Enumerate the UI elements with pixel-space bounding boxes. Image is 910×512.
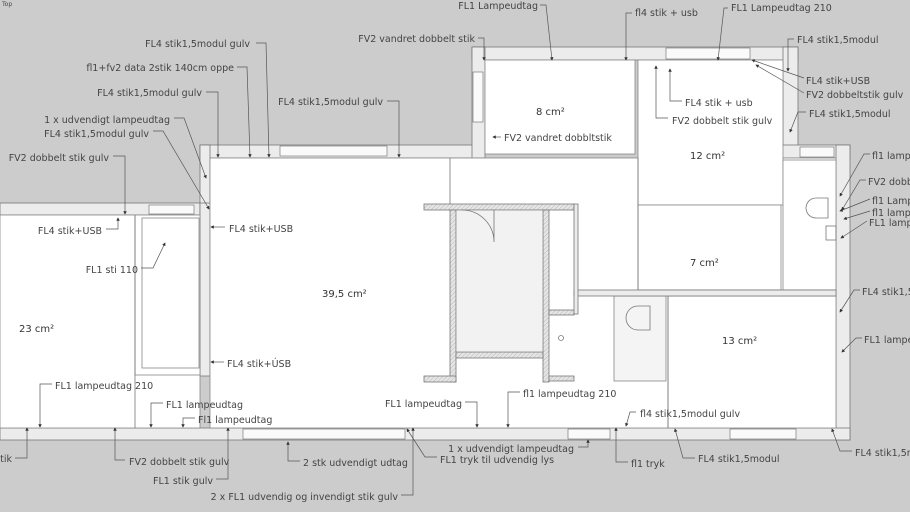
annotation-label: FV2 vandret dobbltstik: [504, 133, 612, 144]
annotation-label: FL4 stik1,5: [862, 287, 910, 298]
annotation-label: 2 stk udvendigt udtag: [303, 458, 408, 469]
room-area: 23 cm²: [19, 324, 54, 335]
annotation-label: FL1 tryk til udvendig lys: [440, 455, 554, 466]
annotation-label: fl1 tryk: [631, 459, 665, 470]
annotation-label: stik: [0, 454, 12, 465]
leader-lines: [15, 4, 871, 496]
annotation-label: FL4 stik + usb: [685, 98, 753, 109]
annotation-label: FL1 lampe: [869, 218, 910, 229]
annotation-label: FL4 stik1,5modul gulv: [44, 129, 149, 140]
annotation-label: FL4 stik1,5modul: [809, 109, 891, 120]
annotation-label: fl1 lampeudtag 210: [523, 389, 616, 400]
annotation-label: fl1+fv2 data 2stik 140cm oppe: [86, 63, 234, 74]
annotation-label: Fl1 lampeudtag: [198, 415, 272, 426]
annotation-label: FL1 sti 110: [86, 265, 138, 276]
annotation-label: FV2 dobbeltstik gulv: [806, 90, 904, 101]
annotation-label: FL4 stik+ÚSB: [227, 358, 291, 370]
interior: [0, 59, 837, 429]
annotation-label: fl1 lampe: [872, 151, 910, 162]
annotation-label: FL4 stik+USB: [38, 226, 102, 237]
annotation-label: FV2 dobbelt stik gulv: [672, 116, 773, 127]
annotation-label: FL1 lampe: [864, 335, 910, 346]
annotation-label: FL1 stik gulv: [153, 476, 213, 487]
annotation-label: FL1 lampeudtag 210: [55, 381, 153, 392]
annotation-label: 1 x udvendigt lampeudtag: [448, 444, 574, 455]
room-area: 13 cm²: [722, 336, 757, 347]
annotation-label: fl1 lampe: [872, 208, 910, 219]
annotation-label: FL4 stik1,5modul: [797, 35, 879, 46]
annotation-label: FL4 stik+USB: [806, 76, 870, 87]
annotation-label: FL1 Lampeudtag: [458, 1, 538, 12]
room-area: 8 cm²: [536, 107, 565, 118]
annotation-label: 2 x FL1 udvendig og invendigt stik gulv: [211, 492, 399, 503]
annotation-label: FV2 dobbelt stik gulv: [129, 457, 230, 468]
annotation-label: FL1 Lampeudtag 210: [731, 3, 832, 14]
annotation-label: FV2 vandret dobbelt stik: [358, 34, 475, 45]
room-area: 39,5 cm²: [322, 289, 367, 300]
annotation-label: FL4 stik1,5modul gulv: [145, 39, 250, 50]
annotation-label: 1 x udvendigt lampeudtag: [44, 115, 170, 126]
annotation-label: FV2 dobbelt stik gulv: [9, 153, 110, 164]
annotation-label: FL4 stik1,5modul gulv: [278, 97, 383, 108]
annotation-label: FL4 stik1,5modul: [698, 454, 780, 465]
annotation-label: FV2 dobbe: [868, 177, 910, 188]
annotation-label: FL4 stik+USB: [229, 224, 293, 235]
annotation-label: fl4 stik + usb: [635, 8, 698, 19]
annotation-label: FL1 lampeudtag: [166, 400, 243, 411]
view-label: Top: [1, 1, 12, 8]
annotation-label: fl1 Lamp: [872, 196, 910, 207]
room-area: 12 cm²: [690, 151, 725, 162]
annotation-label: FL1 lampeudtag: [385, 399, 462, 410]
annotation-label: FL4 stik1,5m: [855, 448, 910, 459]
windows: [148, 47, 835, 440]
annotation-label: fl4 stik1,5modul gulv: [640, 409, 740, 420]
annotation-label: FL4 stik1,5modul gulv: [97, 88, 202, 99]
room-area: 7 cm²: [690, 258, 719, 269]
